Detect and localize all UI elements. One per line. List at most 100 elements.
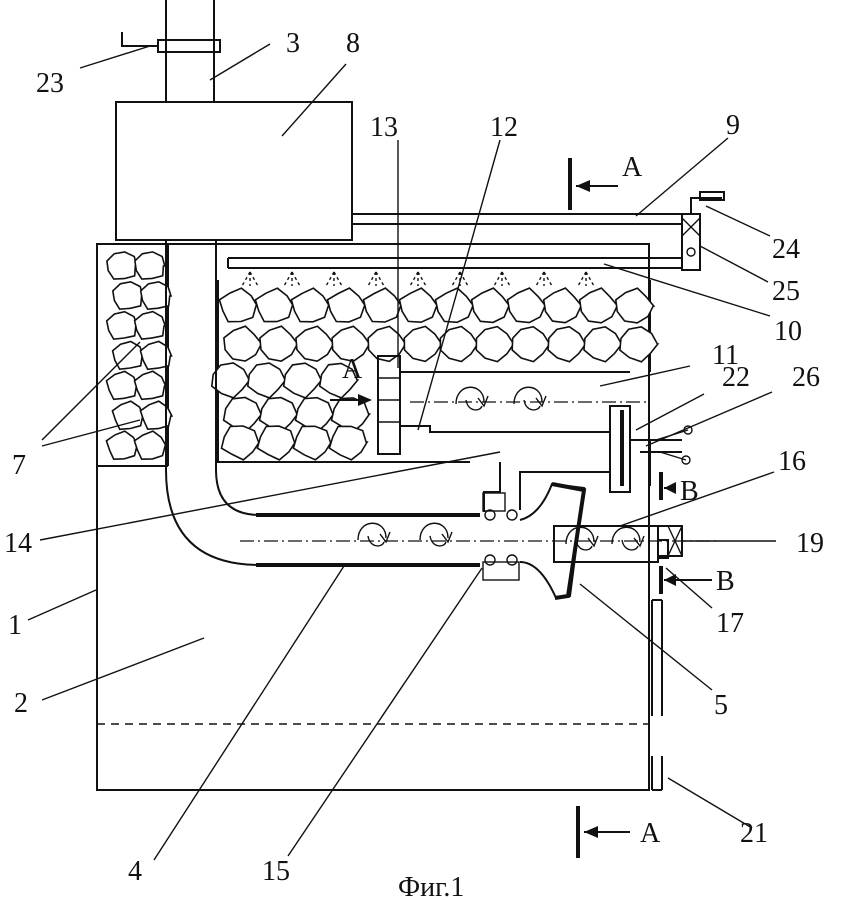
label-26: 26 [792, 362, 820, 393]
label-16: 16 [778, 446, 806, 477]
label-21: 21 [740, 818, 768, 849]
door [651, 599, 663, 791]
stone [511, 325, 552, 363]
rollers [482, 492, 520, 581]
section-a-bottom: A [576, 806, 661, 858]
stone [506, 287, 548, 324]
label-5: 5 [714, 690, 728, 721]
stone [254, 287, 295, 323]
pipe-9 [352, 213, 682, 225]
stone [326, 287, 367, 323]
burner-tube [553, 525, 659, 563]
label-2: 2 [14, 688, 28, 719]
label-19: 19 [796, 528, 824, 559]
stone [133, 370, 167, 401]
section-a-left-label: A [342, 354, 363, 385]
label-11: 11 [712, 340, 739, 371]
stones [105, 251, 660, 461]
stone [439, 325, 479, 363]
label-9: 9 [726, 110, 740, 141]
stone [256, 425, 297, 461]
section-a-bottom-label: A [640, 818, 661, 849]
end-fitting [657, 525, 683, 559]
section-b-upper-label: B [680, 476, 699, 507]
sprinkler-pipe [227, 257, 682, 269]
stone [403, 325, 444, 363]
stone [362, 287, 404, 323]
stone [292, 425, 333, 461]
connecting-pipe [483, 462, 610, 512]
stone [475, 325, 516, 363]
stone [434, 287, 476, 324]
stone [318, 362, 360, 399]
stone [367, 325, 408, 363]
label-10: 10 [774, 316, 802, 347]
stone [290, 287, 331, 323]
stone [105, 310, 139, 341]
flow-swirls [357, 386, 645, 551]
section-a-left: A [330, 354, 372, 406]
stone [578, 287, 620, 324]
top-tank [115, 101, 353, 241]
stone [133, 430, 168, 461]
label-1: 1 [8, 610, 22, 641]
damper-handle [121, 32, 158, 47]
stone [139, 340, 173, 371]
stone [134, 251, 166, 280]
stone-chamber [217, 280, 651, 463]
stone [328, 425, 369, 461]
label-23: 23 [36, 68, 64, 99]
stone [246, 362, 288, 399]
section-b-lower-label: B [716, 566, 735, 597]
stone [139, 280, 173, 311]
stone [583, 325, 624, 363]
leader-lines [27, 43, 776, 861]
stone [282, 362, 324, 399]
label-8: 8 [346, 28, 360, 59]
stone [139, 400, 174, 431]
label-14: 14 [4, 528, 32, 559]
stone [470, 287, 512, 324]
label-7: 7 [12, 450, 26, 481]
chimney-pipe [157, 0, 221, 102]
heater-body [96, 243, 650, 791]
stone [218, 287, 259, 323]
stone [106, 251, 138, 280]
stone [105, 430, 140, 461]
stone [398, 287, 440, 324]
section-b-lower: B [659, 566, 735, 597]
stone [331, 325, 372, 363]
stone [111, 400, 146, 431]
stone [619, 326, 660, 363]
part-labels: 23 3 8 13 12 9 24 25 10 11 22 26 16 19 1… [4, 28, 824, 887]
stone [614, 287, 656, 324]
stone [105, 370, 139, 401]
section-b-upper: B [659, 472, 699, 507]
stone [210, 362, 252, 399]
label-22: 22 [722, 362, 750, 393]
label-17: 17 [716, 608, 744, 639]
stone [133, 310, 167, 341]
stone [223, 325, 264, 362]
stone [220, 425, 262, 461]
figure-caption: Фиг.1 [398, 872, 464, 900]
section-a-top-label: A [622, 152, 643, 183]
label-4: 4 [128, 856, 142, 887]
label-13: 13 [370, 112, 398, 143]
label-3: 3 [286, 28, 300, 59]
air-channel [377, 355, 648, 455]
label-12: 12 [490, 112, 518, 143]
label-24: 24 [772, 234, 800, 265]
valve-25 [681, 191, 725, 271]
stone [295, 325, 336, 363]
stone [547, 325, 588, 363]
stone [259, 325, 300, 362]
section-a-top: A [568, 152, 643, 210]
label-25: 25 [772, 276, 800, 307]
water-spray [241, 271, 595, 287]
stone [542, 287, 584, 324]
gate-valve [609, 405, 693, 493]
stone [111, 280, 144, 311]
label-15: 15 [262, 856, 290, 887]
